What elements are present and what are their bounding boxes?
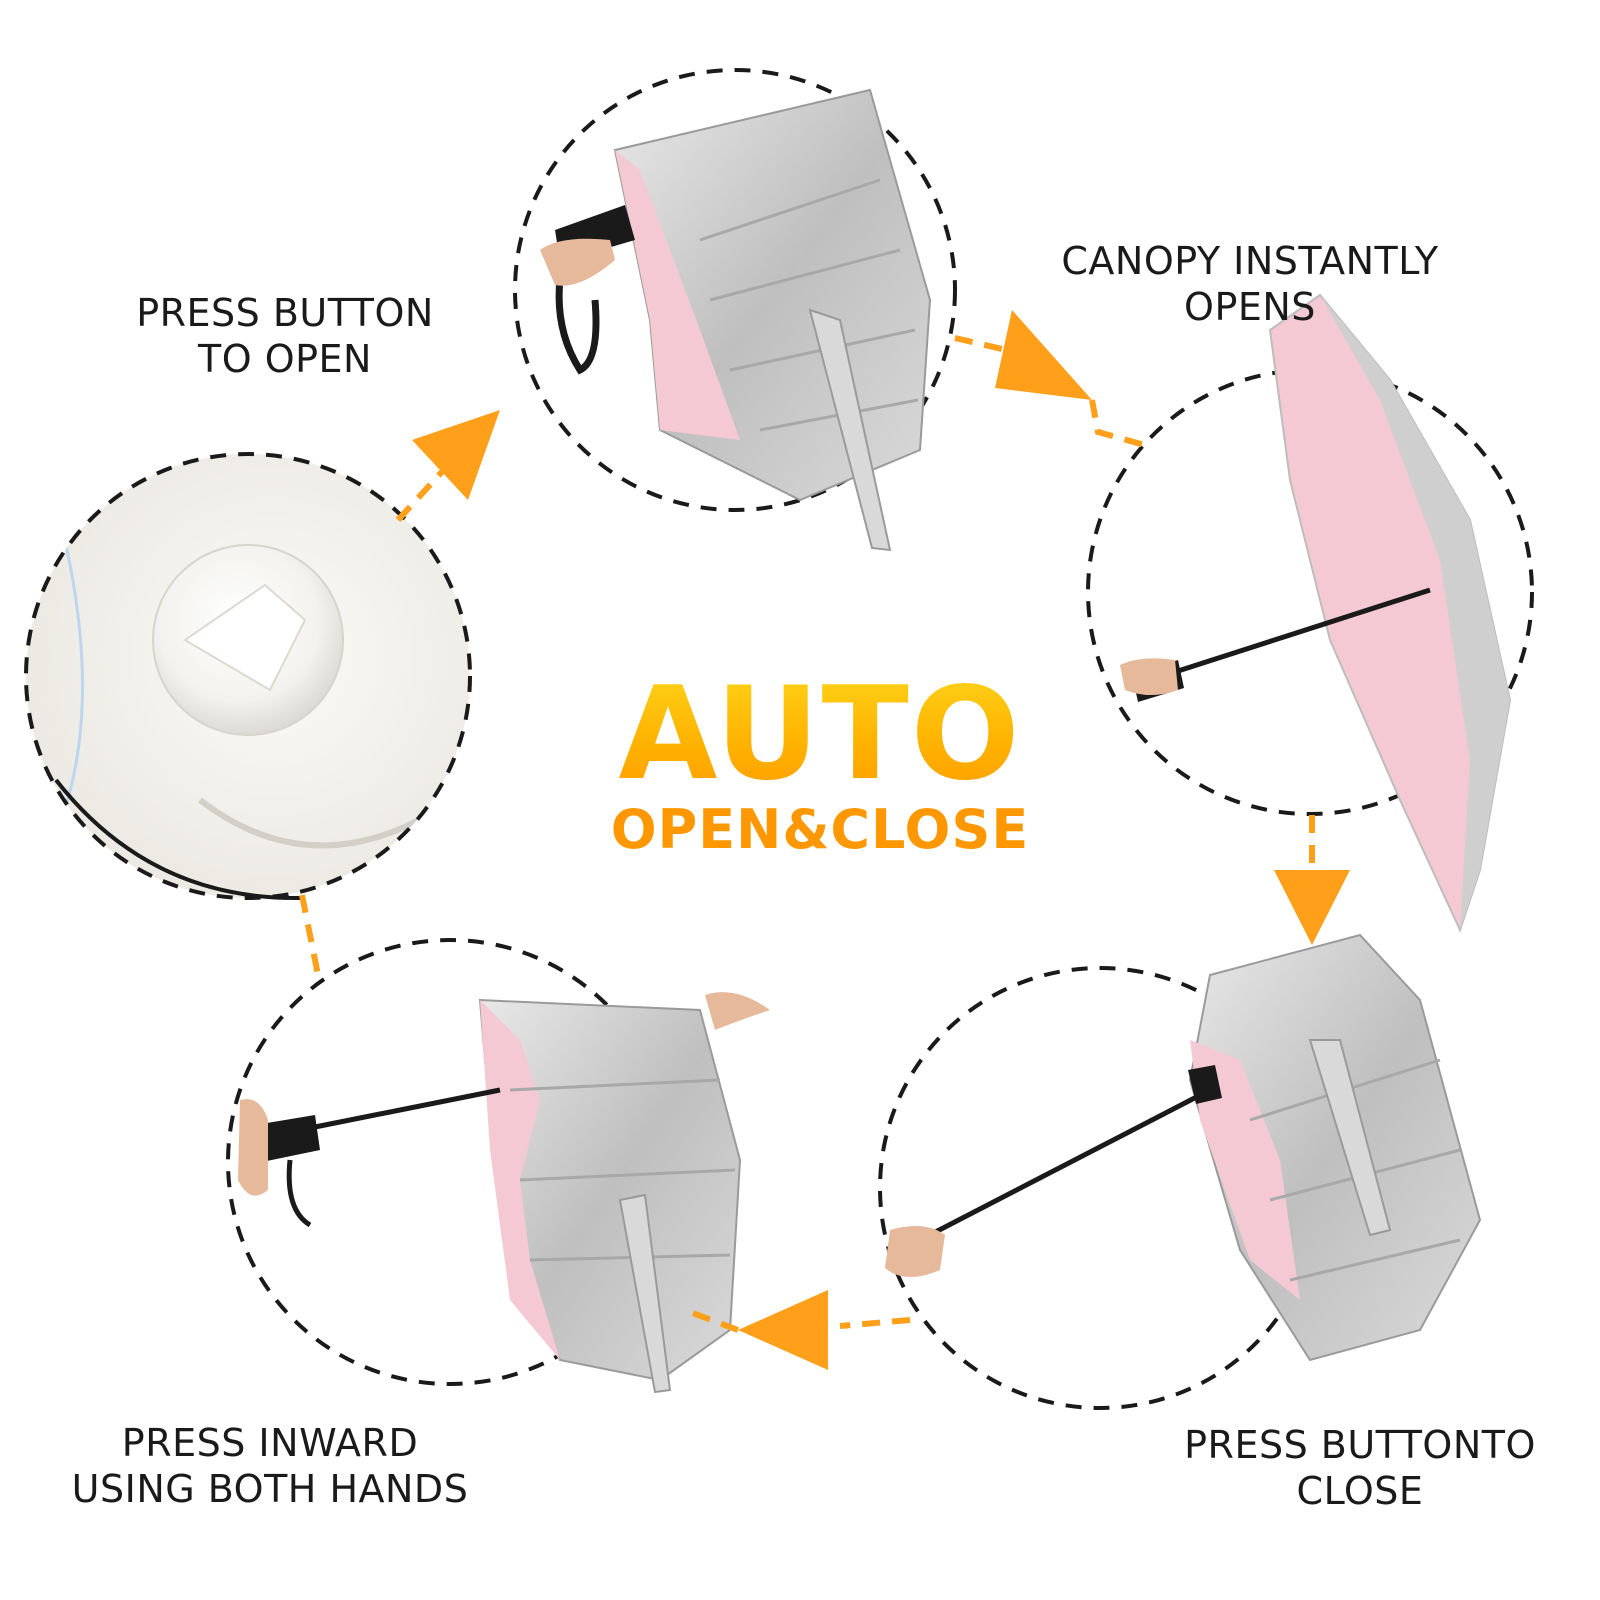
main-title: AUTO bbox=[560, 670, 1080, 800]
umbrella-open-icon bbox=[1120, 293, 1512, 933]
arrow-icon bbox=[299, 310, 1350, 1370]
sub-title: OPEN&CLOSE bbox=[610, 798, 1030, 861]
caption-line: OPENS bbox=[1184, 285, 1316, 329]
caption-line: PRESS INWARD bbox=[121, 1421, 419, 1465]
umbrella-closing-icon bbox=[885, 933, 1482, 1362]
step-caption-open: PRESS BUTTON TO OPEN bbox=[95, 290, 475, 382]
caption-line: PRESS BUTTON bbox=[136, 291, 434, 335]
step-caption-canopy: CANOPY INSTANTLY OPENS bbox=[1010, 238, 1490, 330]
umbrella-folding-icon bbox=[238, 992, 770, 1394]
caption-line: CANOPY INSTANTLY bbox=[1061, 239, 1439, 283]
step-canopy-image-start bbox=[513, 68, 957, 552]
step-caption-inward: PRESS INWARD USING BOTH HANDS bbox=[30, 1420, 510, 1512]
step-caption-close: PRESS BUTTONTO CLOSE bbox=[1150, 1422, 1570, 1514]
caption-line: PRESS BUTTONTO bbox=[1184, 1423, 1536, 1467]
caption-line: USING BOTH HANDS bbox=[71, 1467, 469, 1511]
step-button-image bbox=[24, 452, 472, 901]
umbrella-closed-icon bbox=[540, 88, 932, 552]
step-close-image bbox=[878, 933, 1482, 1410]
caption-line: CLOSE bbox=[1296, 1469, 1424, 1513]
hand-icon bbox=[540, 238, 615, 286]
caption-line: TO OPEN bbox=[198, 337, 372, 381]
step-inward-image bbox=[226, 938, 770, 1394]
step-canopy-image-open bbox=[1086, 293, 1534, 933]
